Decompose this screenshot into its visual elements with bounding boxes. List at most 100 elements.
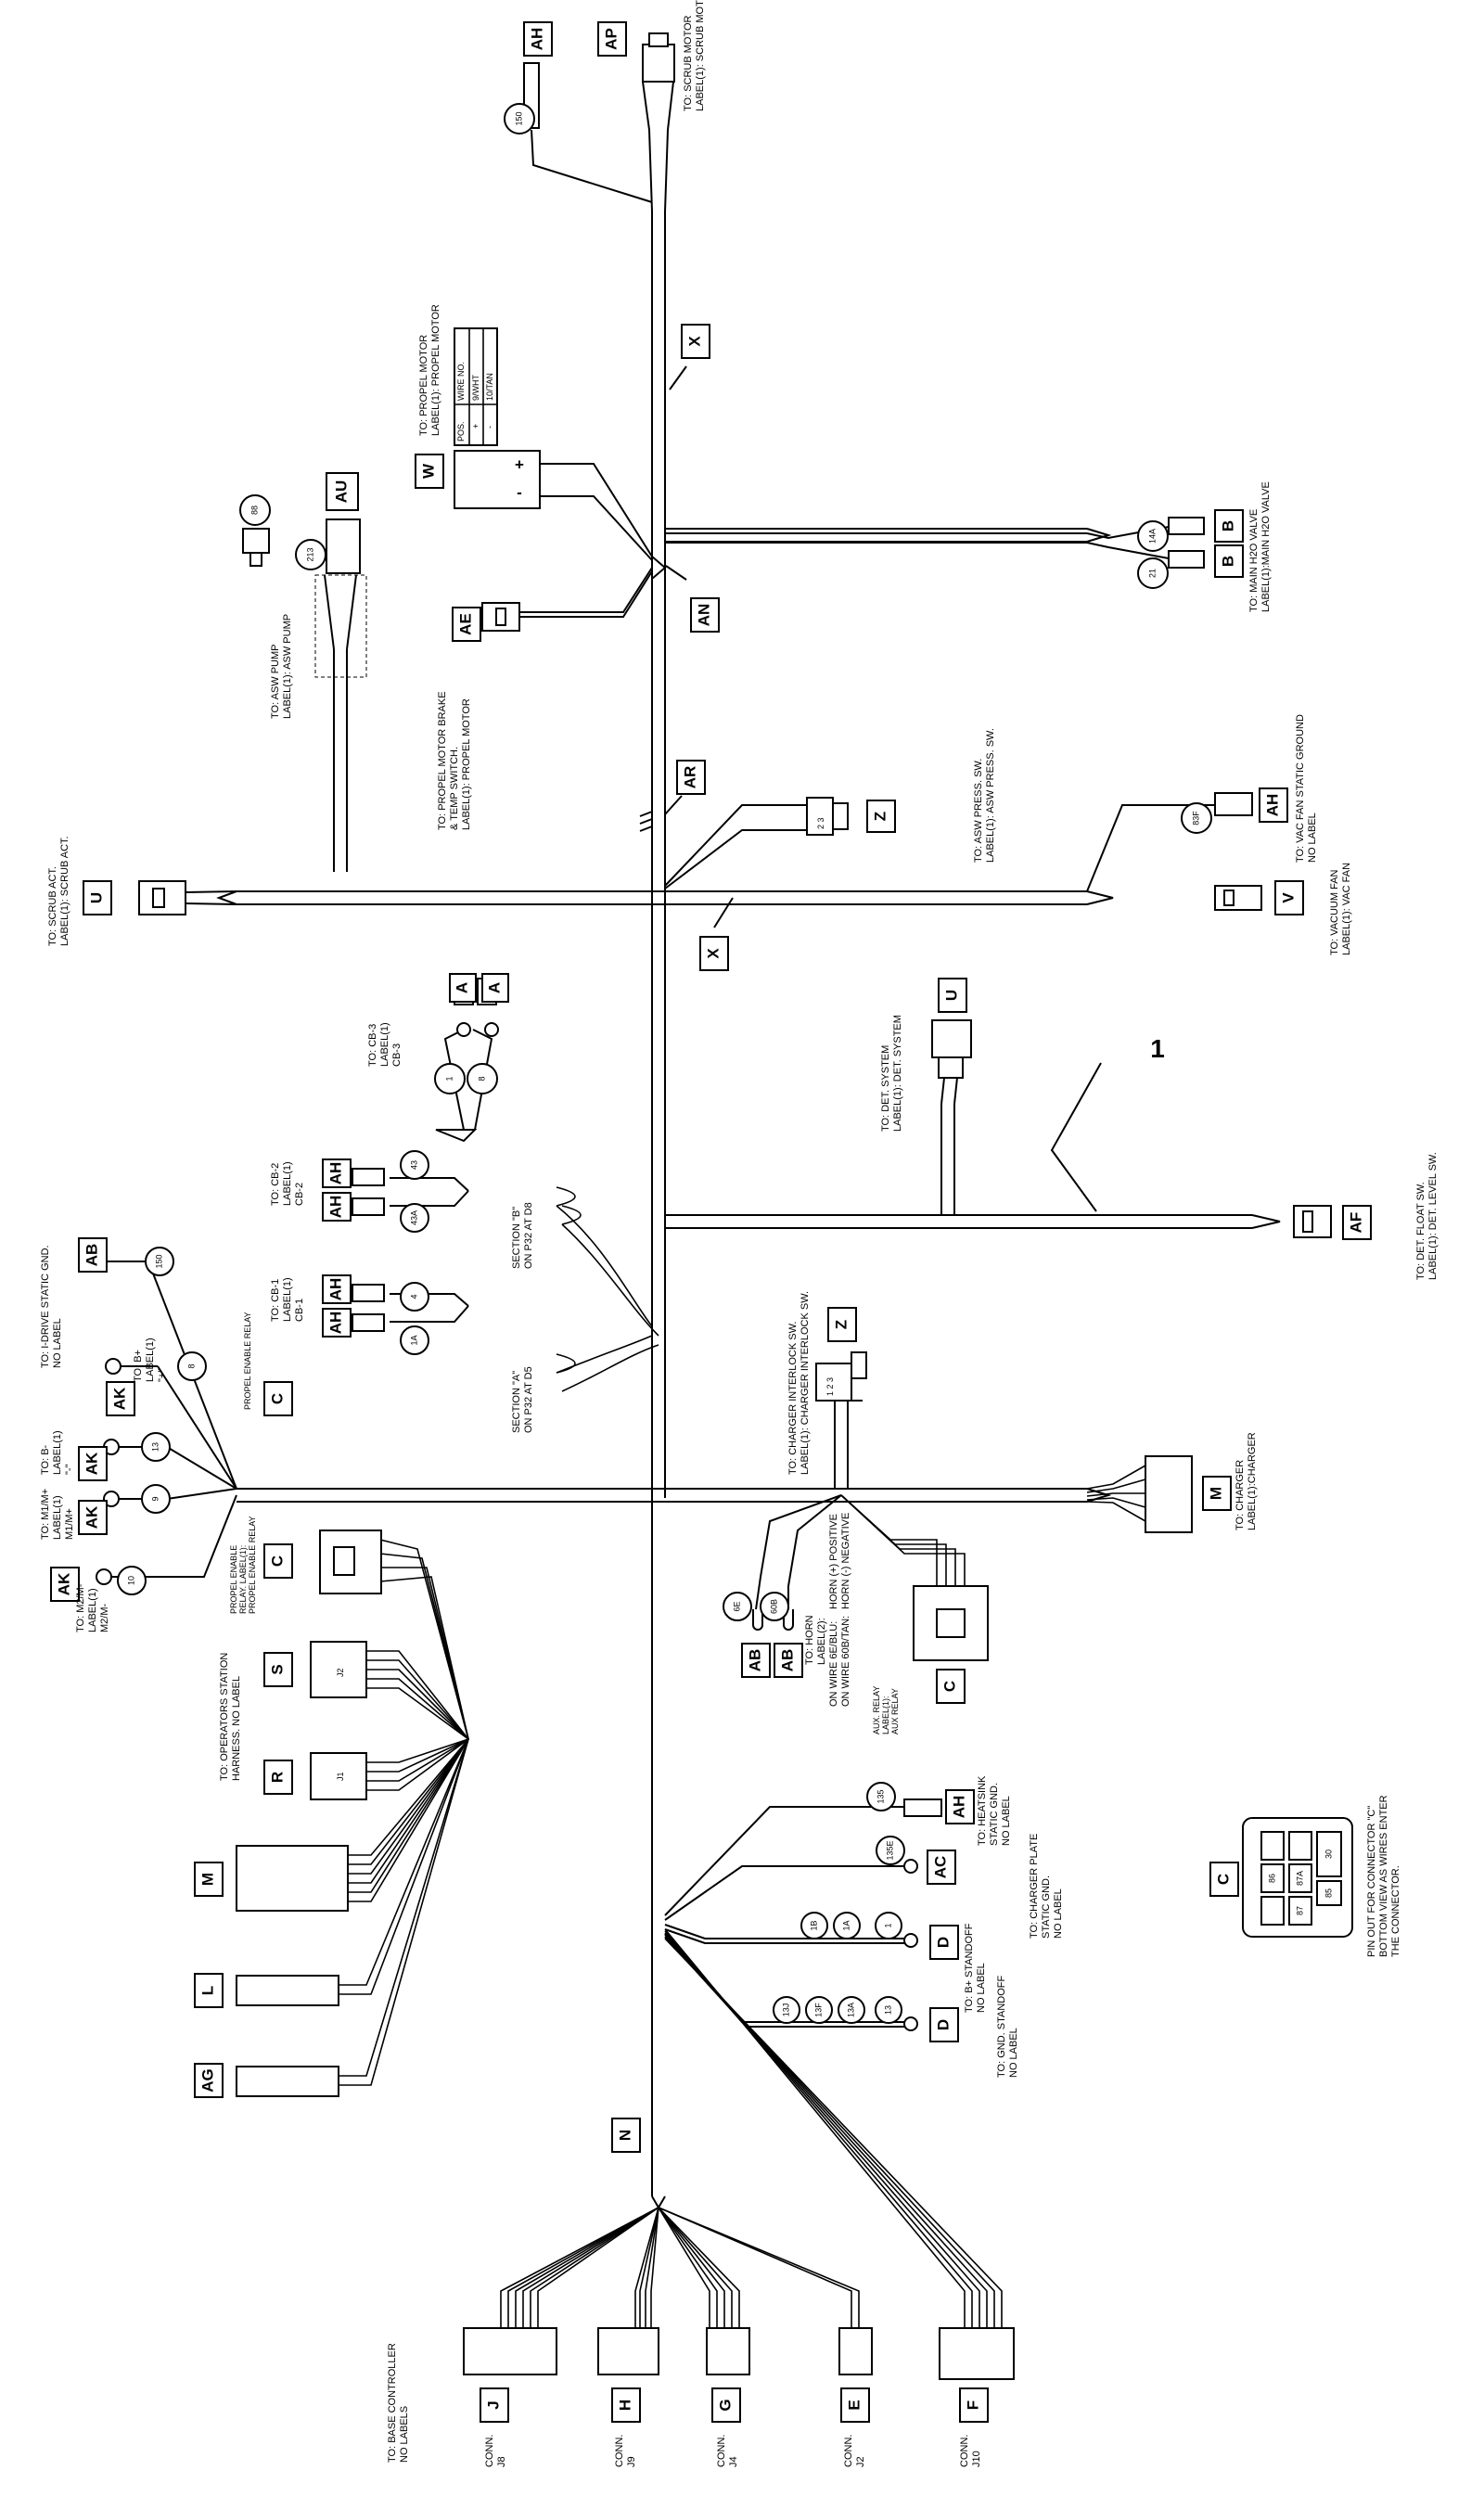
charger-label: TO: CHARGER LABEL(1):CHARGER (1235, 1432, 1258, 1530)
pin-label: 87 (1295, 1906, 1304, 1915)
box-z-top: Z (866, 800, 896, 833)
box-ak-1: AK (106, 1381, 135, 1416)
det-float-label: TO: DET. FLOAT SW. LABEL(1): DET. LEVEL … (1415, 1152, 1439, 1280)
letter-d: D (934, 2019, 952, 2030)
base-controller-label: TO: BASE CONTROLLER NO LABELS (387, 2343, 410, 2463)
label-conn: CONN. (484, 2435, 495, 2467)
circle-number: 9 (150, 1496, 160, 1501)
label-horn-wire-1: ON WIRE 6E/BLU: (828, 1621, 839, 1707)
charger-interlock-label: TO: CHARGER INTERLOCK SW. LABEL(1): CHAR… (787, 1291, 811, 1475)
label-bminus-2: LABEL(1) (52, 1430, 63, 1475)
circle-number: 1 (444, 1076, 454, 1081)
circle-number: 83F (1191, 811, 1200, 826)
letter-ah: AH (326, 1196, 344, 1219)
det-system-label: TO: DET. SYSTEM LABEL(1): DET. SYSTEM (880, 1015, 903, 1132)
label-charger-1: TO: CHARGER (1235, 1460, 1246, 1530)
box-z-mid: Z (827, 1307, 857, 1342)
circle-number: 1 (883, 1923, 892, 1927)
det-float-branch (1293, 1205, 1332, 1238)
box-ah-lower: AH (945, 1789, 975, 1824)
letter-n: N (616, 2130, 633, 2141)
box-ab-1: AB (741, 1643, 771, 1678)
label-det-system-1: TO: DET. SYSTEM (880, 1045, 891, 1132)
box-c-relay: C (263, 1543, 293, 1579)
pin-label: 86 (1267, 1874, 1276, 1883)
label-asw-pump-2: LABEL(1): ASW PUMP (282, 614, 293, 719)
letter-d: D (934, 1937, 952, 1948)
label-plate-2: STATIC GND. (1041, 1875, 1052, 1939)
label-scrub-motor-1: TO: SCRUB MOTOR (683, 15, 694, 111)
horn-aux-branch (752, 1494, 989, 1661)
label-conn: CONN. (716, 2435, 727, 2467)
table-cell: 9/WHT (471, 375, 480, 402)
label-section-b-2: ON P32 AT D8 (523, 1202, 534, 1269)
terminal-minus: - (517, 483, 522, 501)
label-conn: CONN. (614, 2435, 625, 2467)
circle-1a-standoff: 1A (833, 1912, 861, 1939)
label-heatsink-1: TO: HEATSINK (977, 1775, 988, 1846)
label-horn-2: LABEL(2): (816, 1618, 827, 1665)
letter-l: L (198, 1986, 216, 1995)
label-bminus-1: TO: B- (40, 1444, 51, 1475)
circle-number: 13A (846, 2003, 855, 2017)
letter-an: AN (695, 604, 712, 627)
label-m2-1: TO: M2/M- (75, 1583, 86, 1632)
bplus-label: TO: B+ LABEL(1) "+" (133, 1338, 168, 1382)
label-cb1-2: LABEL(1) (282, 1277, 293, 1322)
bminus-label: TO: B- LABEL(1) "-" (40, 1430, 75, 1475)
label-section-a-1: SECTION "A" (511, 1371, 522, 1433)
box-ah-cb1b: AH (322, 1308, 352, 1338)
box-w: W (415, 454, 444, 489)
box-ae: AE (452, 607, 481, 642)
asw-press-label: TO: ASW PRESS. SW. LABEL(1): ASW PRESS. … (973, 728, 996, 863)
letter-ah: AH (950, 1796, 967, 1819)
label-heatsink-2: STATIC GND. (989, 1783, 1000, 1846)
letter-ar: AR (681, 766, 698, 789)
det-system-branch (931, 1019, 972, 1105)
letter-a: A (485, 982, 503, 993)
letter-w: W (419, 463, 437, 479)
letter-u: U (87, 892, 105, 903)
asw-pump-branch (242, 518, 367, 872)
circle-1-cb3: 1 (434, 1063, 466, 1094)
label-conn: CONN. (843, 2435, 854, 2467)
circle-150-top: 150 (504, 103, 535, 134)
box-d-2: D (929, 2007, 959, 2042)
letter-ab: AB (746, 1649, 763, 1672)
box-m-left: M (194, 1862, 224, 1897)
pin-label: 30 (1324, 1850, 1333, 1859)
label-section-b-1: SECTION "B" (511, 1207, 522, 1269)
circle-number: 1B (809, 1920, 818, 1930)
box-d-1: D (929, 1925, 959, 1960)
letter-ah: AH (326, 1162, 344, 1185)
label-bplus-3: "+" (157, 1369, 168, 1382)
box-n: N (611, 2118, 641, 2153)
letter-x: X (704, 948, 722, 959)
box-l: L (194, 1973, 224, 2008)
letter-c: C (268, 1555, 286, 1567)
m2-label: TO: M2/M- LABEL(1) M2/M- (75, 1583, 110, 1632)
box-a-1: A (449, 973, 477, 1003)
circle-number: 43A (409, 1210, 418, 1225)
circle-number: 4 (409, 1294, 418, 1299)
label-conn-id: J2 (855, 2456, 866, 2467)
propel-motor-label: TO: PROPEL MOTOR LABEL(1): PROPEL MOTOR (418, 304, 441, 436)
main-trunk (651, 211, 666, 2209)
label-m2-2: LABEL(1) (87, 1588, 98, 1632)
label-conn-id: J8 (496, 2456, 507, 2467)
label-m2-3: M2/M- (99, 1604, 110, 1633)
letter-c: C (1214, 1874, 1232, 1885)
box-u-left: U (83, 880, 112, 915)
label-m1-1: TO: M1/M+ (40, 1489, 51, 1540)
horn-label: TO: HORN LABEL(2): HORN (+) POSITIVE HOR… (804, 1513, 851, 1707)
label-pe-relay-2: RELAY. LABEL(1): (238, 1545, 248, 1614)
label-brake-2: & TEMP SWITCH. (449, 747, 460, 830)
box-au: AU (326, 472, 359, 511)
scrub-act-label: TO: SCRUB ACT. LABEL(1): SCRUB ACT. (47, 836, 70, 946)
vac-fan-label: TO: VACUUM FAN LABEL(1): VAC FAN (1329, 863, 1352, 955)
label-pinout-2: BOTTOM VIEW AS WIRES ENTER (1378, 1795, 1389, 1957)
callout-number: 1 (1150, 1034, 1165, 1063)
box-c-left: C (263, 1381, 293, 1416)
cb3-branch (435, 978, 499, 1143)
